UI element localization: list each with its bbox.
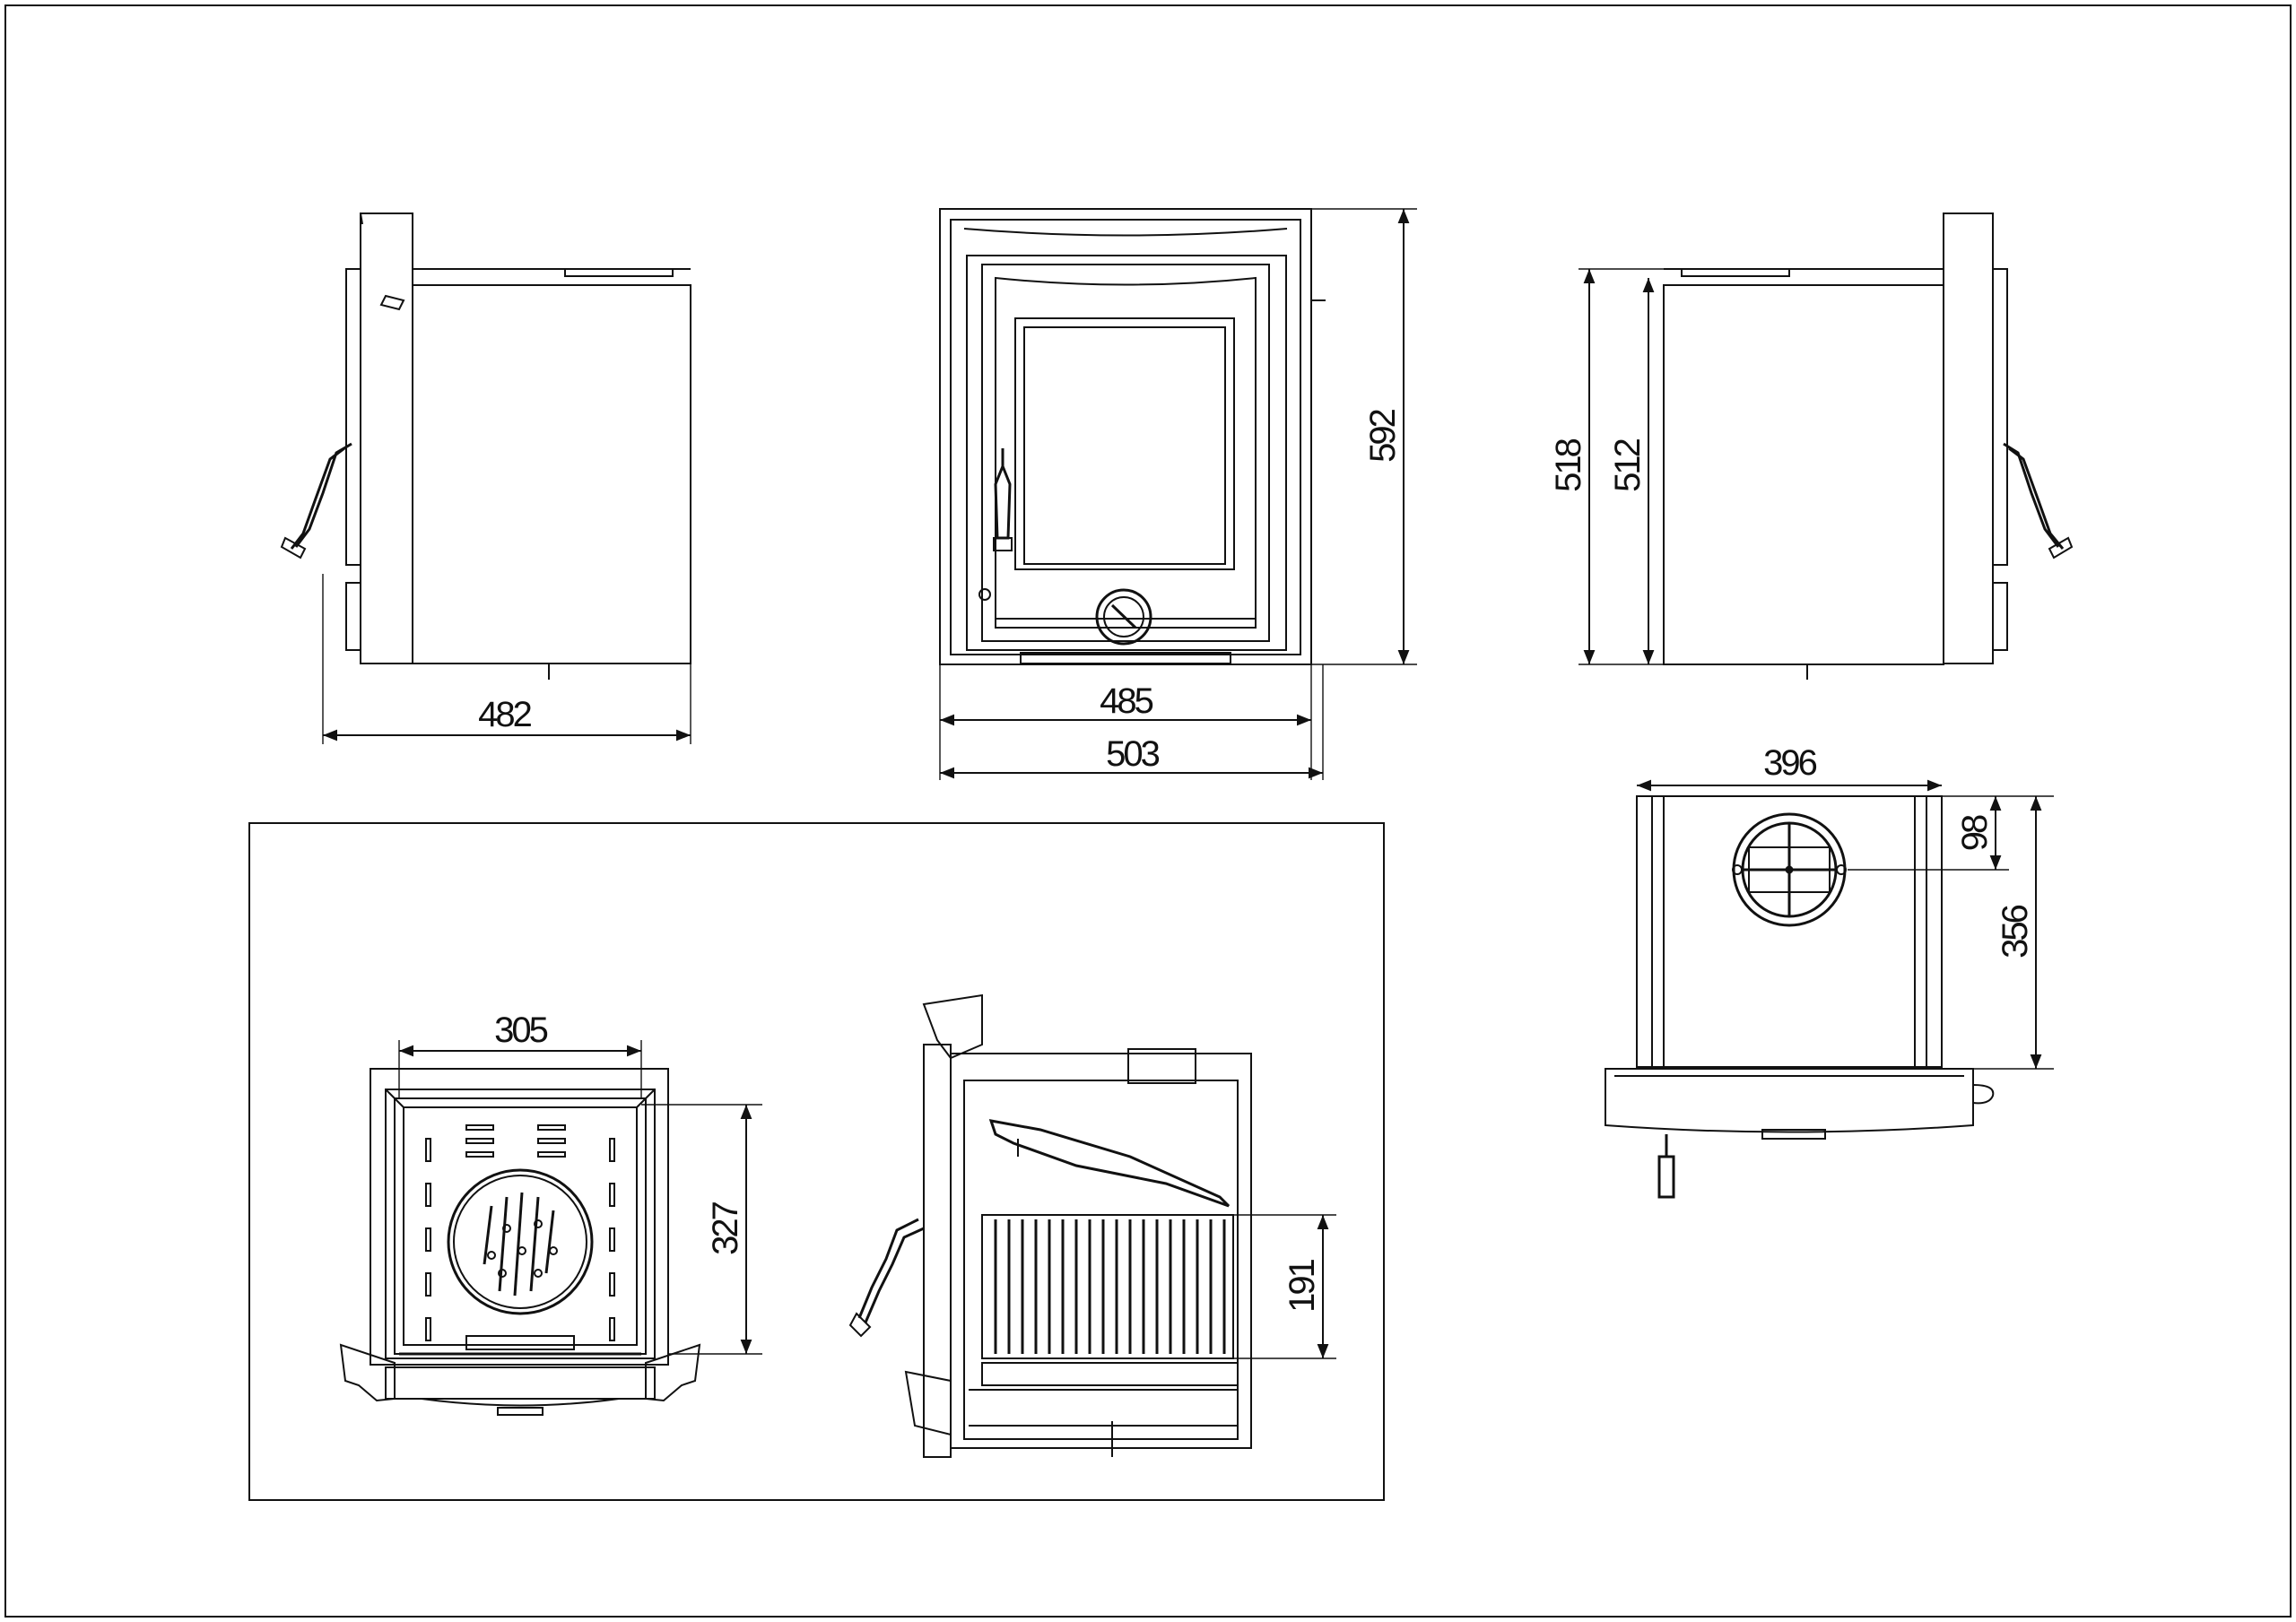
dim-section-front-width: 305 [494,1010,547,1050]
dim-front-height: 592 [1363,409,1403,462]
section-side-view: 191 [848,993,1336,1458]
section-frame [248,822,1385,1501]
top-view: 396 98 356 [1605,743,2054,1199]
dim-front-inner-width: 485 [1100,681,1152,721]
dim-side-height-outer: 518 [1549,438,1588,491]
dim-side-height-inner: 512 [1608,438,1648,491]
section-front-view: 305 327 [339,1010,762,1416]
dim-top-flue-offset: 98 [1955,815,1995,851]
dim-top-depth: 356 [1996,905,2035,958]
sheet-border [4,4,2292,1618]
dim-section-side-height: 191 [1283,1259,1322,1312]
dim-top-width: 396 [1763,743,1816,783]
dim-front-outer-width: 503 [1106,734,1159,774]
side-view-left: 482 [280,213,691,744]
front-view: 592 485 503 [939,208,1417,780]
dim-section-front-height: 327 [706,1201,745,1254]
dim-side-depth: 482 [478,695,531,734]
side-view-right: 518 512 [1549,213,2074,680]
